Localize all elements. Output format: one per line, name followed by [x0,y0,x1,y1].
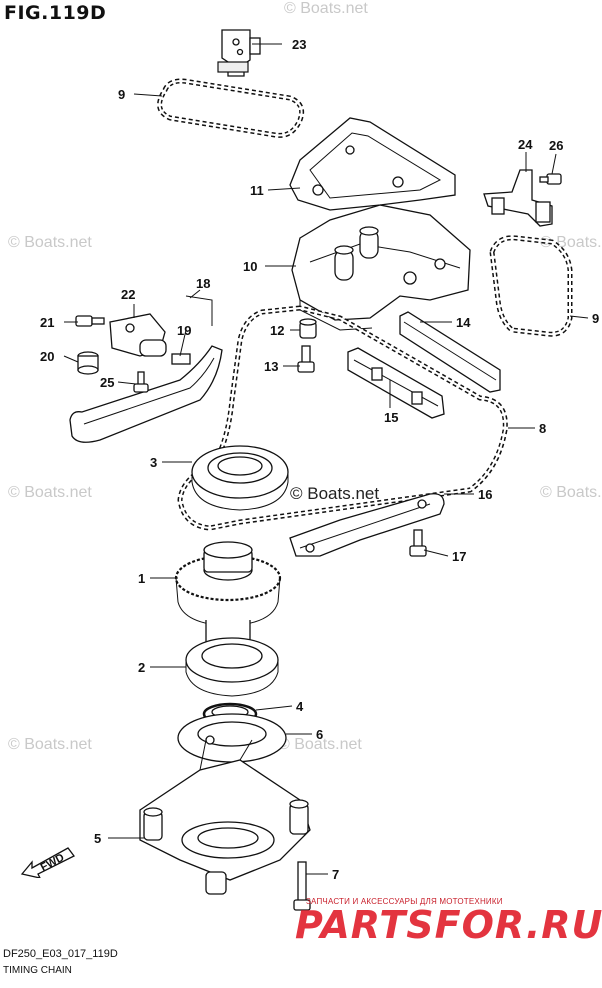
part-7-bolt [293,861,311,911]
brand-name: PARTSFOR.RU [295,903,602,947]
part-12-collar [299,318,317,339]
part-22-tensioner [109,313,167,357]
figure-title: FIG.119D [4,2,107,24]
part-11-gasket [289,117,456,211]
watermark: © Boats.net [540,484,602,501]
part-13-bolt [297,345,315,373]
callout-11: 11 [250,183,264,198]
part-3-bearing [191,445,289,511]
watermark: © Boats.net [8,484,92,501]
callout-2: 2 [138,660,145,675]
callout-22: 22 [121,287,135,302]
callout-23: 23 [292,37,306,52]
callout-7: 7 [332,867,339,882]
callout-21: 21 [40,315,54,330]
brand-tagline: ЗАПЧАСТИ И АКСЕССУАРЫ ДЛЯ МОТОТЕХНИКИ [306,897,503,906]
part-10-housing [291,204,471,331]
callout-16: 16 [478,487,492,502]
callouts: 23 9 11 10 24 26 9 14 15 8 12 13 18 19 2… [40,37,599,882]
callout-26: 26 [549,138,563,153]
part-2-bearing [185,637,279,697]
part-14-guide [399,311,501,393]
watermark: © Boats.net [278,736,362,753]
part-17-bolt [409,529,427,557]
callout-3: 3 [150,455,157,470]
part-9-chain-right [489,235,573,337]
callout-18: 18 [196,276,210,291]
callout-9b: 9 [592,311,599,326]
callout-13: 13 [264,359,278,374]
callout-6: 6 [316,727,323,742]
figure-caption: TIMING CHAIN [3,965,72,976]
callout-25: 25 [100,375,114,390]
callout-9a: 9 [118,87,125,102]
part-8-timing-chain [177,305,508,531]
figure-code: DF250_E03_017_119D [3,948,118,960]
fwd-label: FWD [39,852,67,874]
part-15-guide [347,347,445,419]
part-5-base [139,739,311,895]
part-9-chain-upper [157,78,305,138]
watermark: © Boats.net [8,234,92,251]
part-20-collar [77,351,99,375]
watermark: © Boats.net [8,736,92,753]
fwd-arrow-icon: FWD [20,847,75,878]
callout-20: 20 [40,349,54,364]
watermark: © Boats.net [284,0,368,17]
callout-15: 15 [384,410,398,425]
callout-17: 17 [452,549,466,564]
part-26-bolt [539,173,562,185]
callout-12: 12 [270,323,284,338]
part-16-guide [289,493,445,557]
part-24-bracket [483,169,553,227]
callout-19: 19 [177,323,191,338]
callout-14: 14 [456,315,471,330]
callout-1: 1 [138,571,145,586]
part-25-bolt [133,371,149,393]
part-6-plate [177,713,287,763]
callout-8: 8 [539,421,546,436]
callout-10: 10 [243,259,257,274]
watermark-center: © Boats.net [290,484,380,503]
leader-lines [63,43,589,875]
callout-4: 4 [296,699,304,714]
part-23-bracket [217,29,261,77]
part-18-19-shoe [69,295,223,443]
callout-24: 24 [518,137,533,152]
callout-5: 5 [94,831,101,846]
part-21-bolt [75,315,105,327]
